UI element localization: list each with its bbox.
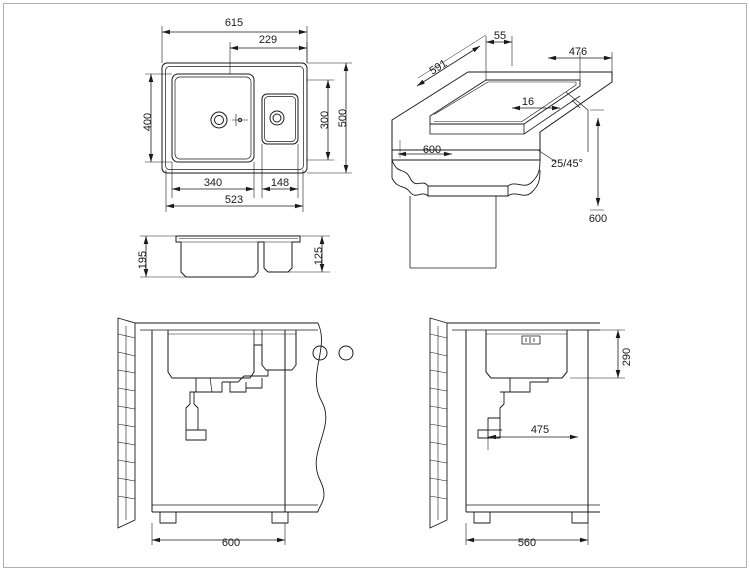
dim-600-iso-right: 600: [589, 213, 607, 225]
top-view-dimensions: [145, 26, 352, 212]
isometric-cutout-dimensions: [398, 34, 613, 211]
isometric-cutout-geometry: [391, 71, 613, 269]
dim-16: 16: [522, 96, 534, 108]
dim-476: 476: [569, 46, 587, 58]
installation-left-geometry: [117, 317, 354, 529]
dim-125: 125: [313, 247, 325, 265]
dim-angle: 25/45°: [551, 158, 583, 170]
front-section-dimensions: [140, 235, 330, 278]
dim-500: 500: [337, 109, 349, 127]
dim-148: 148: [271, 177, 289, 189]
dim-400: 400: [142, 113, 154, 131]
dim-300: 300: [319, 111, 331, 129]
dim-600-left: 600: [222, 537, 240, 549]
dim-600-iso-left: 600: [423, 144, 441, 156]
dim-340: 340: [204, 177, 222, 189]
installation-left-dimensions: [151, 523, 286, 545]
dim-290: 290: [621, 348, 633, 366]
dim-615: 615: [225, 17, 243, 29]
dim-523: 523: [225, 194, 243, 206]
dim-229: 229: [259, 34, 277, 46]
installation-right-dimensions: [465, 329, 625, 545]
top-view-geometry: [161, 62, 308, 174]
dim-55: 55: [494, 30, 506, 42]
installation-right-geometry: [429, 317, 600, 529]
dim-475: 475: [531, 424, 549, 436]
dim-195: 195: [137, 251, 149, 269]
dim-560: 560: [518, 537, 536, 549]
sheet-border: [3, 3, 747, 568]
front-section-geometry: [175, 235, 301, 278]
